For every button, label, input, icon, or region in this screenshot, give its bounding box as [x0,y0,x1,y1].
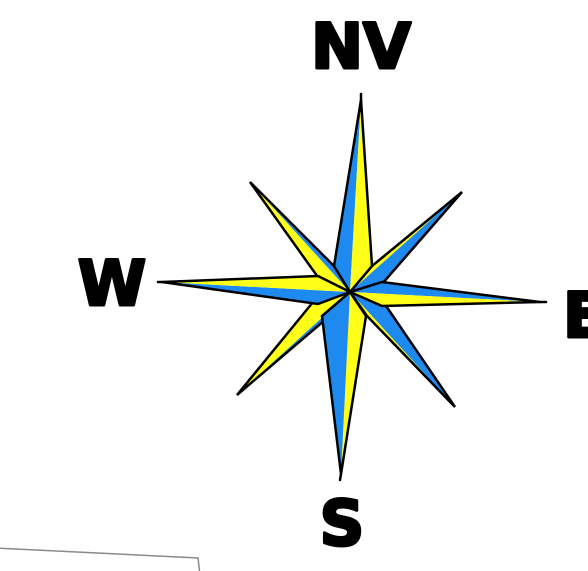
cardinal-points [162,100,540,474]
south-tip-line [340,474,341,480]
compass-rose [158,94,546,480]
paper-sheet-edge [0,548,200,571]
east-label: E [563,279,588,352]
west-label: W [78,247,146,320]
south-label: S [320,487,365,560]
north-label: NV [311,10,411,83]
